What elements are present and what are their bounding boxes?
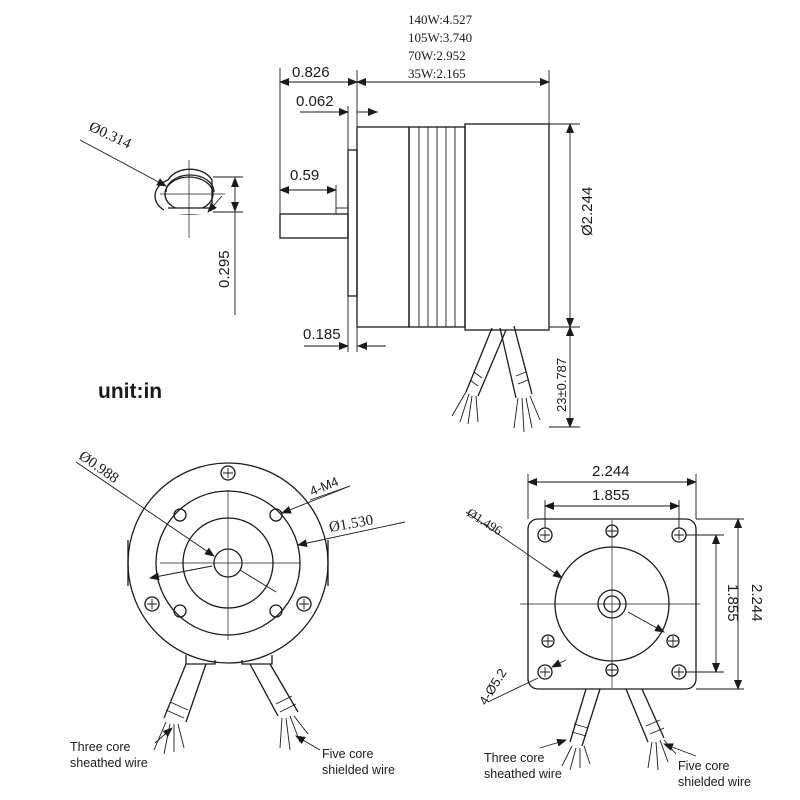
lead-length-dimension: 23±0.787: [554, 358, 569, 412]
square-wire-right-line1: Five core: [678, 759, 729, 773]
round-wire-right-line1: Five core: [322, 747, 373, 761]
shaft-section: Ø0.314 0.295: [79, 119, 243, 315]
square-height-spacing-dimension: 1.855: [724, 584, 741, 622]
square-wire-left-line1: Three core: [484, 751, 544, 765]
square-front-view: 2.244 1.855 2.244 1.855 Ø1.496 4-Ø5.2: [464, 463, 765, 789]
square-screws: [537, 524, 687, 680]
flange-thickness-dimension: 0.185: [303, 326, 341, 343]
round-outer-diameter-label: Ø0.988: [76, 448, 122, 487]
flange-step-dimension: 0.062: [296, 93, 334, 110]
square-hole-spacing-dimension: 1.855: [592, 487, 630, 504]
side-view: 140W:4.527 105W:3.740 70W:2.952 35W:2.16…: [279, 12, 596, 433]
round-bolt-circle-label: Ø1.530: [328, 512, 375, 536]
length-105w: 105W:3.740: [408, 30, 472, 45]
round-screws: [144, 465, 312, 612]
shaft-flat-dimension: 0.295: [216, 250, 233, 288]
square-pilot-diameter-label: Ø1.496: [464, 505, 505, 538]
square-wires: [561, 688, 677, 771]
body-diameter-dimension: Ø2.244: [579, 187, 596, 236]
motor-body-side: [279, 123, 550, 331]
square-height-dimension: 2.244: [748, 584, 765, 622]
unit-label: unit:in: [98, 380, 162, 403]
length-70w: 70W:2.952: [408, 48, 466, 63]
square-wire-left-line2: sheathed wire: [484, 767, 562, 781]
round-wires: [153, 663, 309, 755]
square-wire-right-line2: shielded wire: [678, 775, 751, 789]
round-m4-holes: [173, 508, 283, 618]
round-front-view: Ø0.988 4-M4 Ø1.530 Three core sheathed w…: [70, 448, 406, 777]
round-wire-left-line2: sheathed wire: [70, 756, 148, 770]
round-wire-left-line1: Three core: [70, 740, 130, 754]
side-wires: [451, 325, 541, 433]
length-35w: 35W:2.165: [408, 66, 466, 81]
length-140w: 140W:4.527: [408, 12, 473, 27]
square-width-dimension: 2.244: [592, 463, 630, 480]
flat-length-dimension: 0.59: [290, 167, 319, 184]
square-mount-holes-label: 4-Ø5.2: [476, 666, 510, 708]
round-wire-right-line2: shielded wire: [322, 763, 395, 777]
shaft-length-dimension: 0.826: [292, 64, 330, 81]
